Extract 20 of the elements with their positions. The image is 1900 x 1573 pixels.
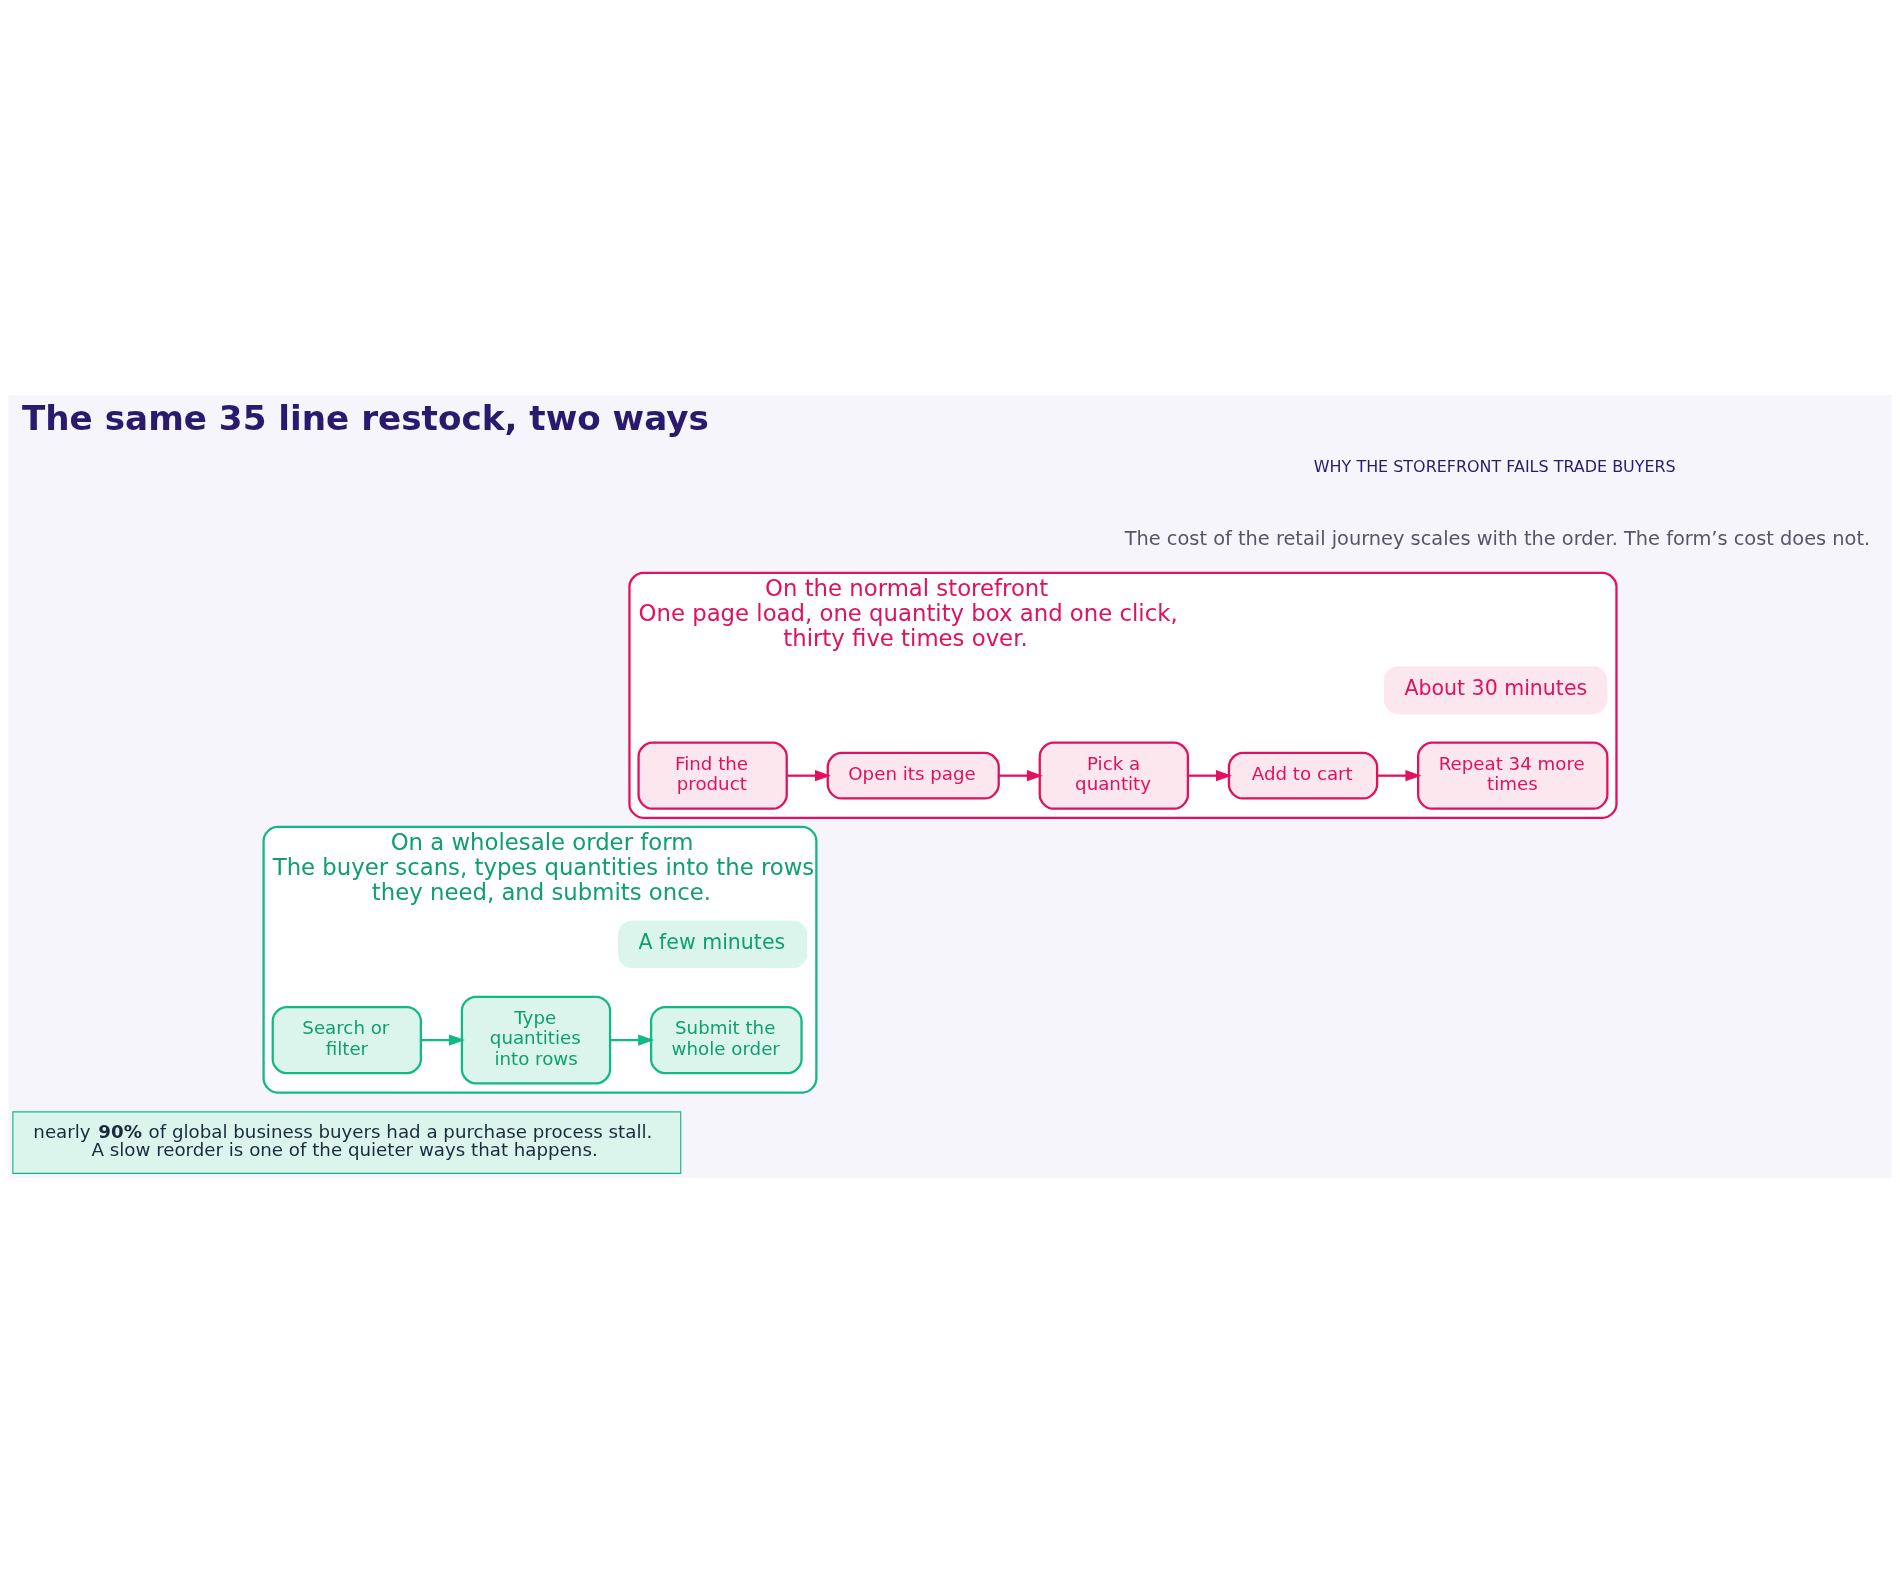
node-box: Open its page [826,751,1000,800]
arrow [1377,770,1422,782]
node-box: Submit the whole order [649,1005,803,1075]
label: WHY THE STOREFRONT FAILS TRADE BUYERS [1313,456,1676,476]
arrow [1188,770,1232,782]
node-box: Type quantities into rows [460,995,612,1085]
arrow [421,1034,465,1046]
node-box: nearly 90% of global business buyers had a purchase process stall. A slow reorder is one of the quieter ways that happens. [12,1111,682,1174]
diagram-title: The same 35 line restock, two ways [21,398,709,439]
arrow [787,770,831,782]
node-box: About 30 minutes [1383,666,1608,715]
node-box: Search or filter [271,1005,422,1075]
node-box: Add to cart [1227,751,1379,800]
arrow [999,770,1043,782]
node-box: Find the product [637,741,788,810]
node-box: Pick a quantity [1038,741,1190,810]
label: The cost of the retail journey scales with the order. The form’s cost does not. [1124,526,1871,550]
node-box: Repeat 34 more times [1417,741,1609,810]
node-box: A few minutes [618,920,808,969]
arrow [610,1034,655,1046]
